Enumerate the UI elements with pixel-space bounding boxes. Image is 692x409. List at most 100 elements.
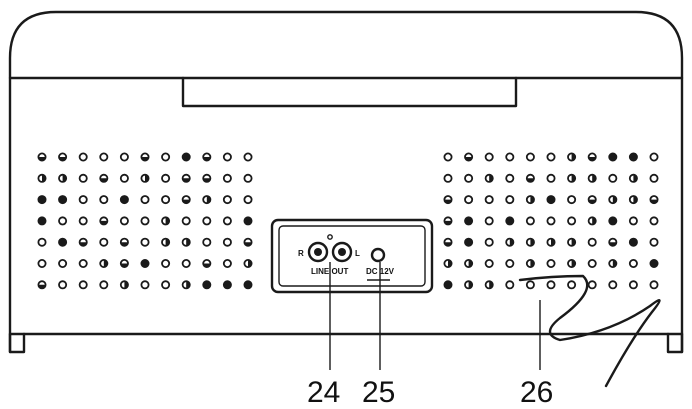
grille-hole: [202, 237, 212, 247]
line-out-left-jack: [331, 241, 353, 263]
grille-hole: [78, 216, 88, 226]
grille-hole: [567, 216, 577, 226]
grille-hole: [243, 173, 253, 183]
grille-hole: [140, 280, 150, 290]
grille-hole-shade: [182, 178, 190, 182]
grille-hole-shade: [489, 174, 493, 182]
grille-hole-shade: [465, 217, 473, 225]
grille-hole-shade: [592, 217, 596, 225]
grille-hole-shade: [141, 259, 149, 268]
grille-hole: [587, 280, 597, 290]
grille-hole-shade: [633, 196, 638, 204]
indicator-dot: [327, 234, 333, 240]
grille-hole-shade: [444, 220, 452, 225]
grille-hole-shade: [444, 199, 452, 204]
grille-hole-shade: [182, 199, 190, 204]
grille-hole: [243, 152, 253, 162]
grille-hole-shade: [551, 238, 555, 246]
callout-24: 24: [307, 376, 340, 409]
right-speaker-grille: [443, 152, 659, 290]
grille-hole-shade: [609, 217, 617, 225]
grille-hole: [78, 152, 88, 162]
grille-hole-shade: [124, 281, 128, 289]
grille-hole-shade: [186, 281, 190, 289]
handle-recess: [181, 76, 518, 108]
grille-hole-shade: [206, 196, 211, 204]
grille-hole-shade: [609, 242, 617, 246]
line-out-right-jack-core: [314, 248, 322, 256]
grille-hole-shade: [571, 259, 576, 268]
grille-hole-shade: [468, 259, 473, 268]
grille-hole: [649, 216, 659, 226]
grille-hole-shade: [465, 157, 473, 161]
dc-power-jack: [370, 247, 386, 263]
jack-panel: [270, 218, 434, 294]
grille-hole-shade: [203, 263, 211, 268]
grille-hole: [222, 216, 232, 226]
grille-hole: [99, 152, 109, 162]
grille-hole-shade: [468, 281, 473, 289]
grille-hole: [484, 195, 494, 205]
grille-hole: [546, 173, 556, 183]
grille-hole-shade: [244, 217, 252, 225]
grille-hole: [222, 152, 232, 162]
grille-hole: [222, 258, 232, 268]
grille-hole: [161, 258, 171, 268]
jack-panel-inner: [278, 225, 426, 287]
left-foot: [8, 332, 26, 354]
grille-hole-shade: [547, 196, 555, 204]
grille-hole-shade: [244, 242, 252, 246]
grille-hole-shade: [165, 238, 170, 246]
grille-hole: [505, 152, 515, 162]
grille-hole: [222, 237, 232, 247]
grille-hole-shade: [223, 281, 231, 289]
grille-hole: [628, 280, 638, 290]
line-out-left-jack-core: [338, 248, 346, 256]
grille-hole: [546, 280, 556, 290]
grille-hole-shade: [588, 199, 596, 204]
grille-hole: [78, 258, 88, 268]
grille-hole-shade: [58, 196, 67, 204]
grille-hole-shade: [444, 281, 452, 289]
grille-hole-shade: [571, 238, 576, 246]
grille-hole: [140, 216, 150, 226]
grille-hole: [119, 173, 129, 183]
grille-hole-shade: [165, 217, 170, 225]
grille-hole: [99, 237, 109, 247]
grille-hole: [587, 258, 597, 268]
grille-hole: [161, 173, 171, 183]
grille-hole: [443, 152, 453, 162]
grille-hole-shade: [103, 259, 108, 268]
grille-hole-shade: [629, 238, 637, 246]
grille-hole: [649, 173, 659, 183]
grille-hole-shade: [203, 281, 211, 289]
grille-hole-shade: [506, 217, 514, 225]
grille-hole: [202, 216, 212, 226]
grille-hole-shade: [530, 259, 534, 268]
grille-hole: [99, 195, 109, 205]
grille-hole: [181, 258, 191, 268]
grille-hole-shade: [62, 174, 67, 182]
grille-hole: [37, 258, 47, 268]
jack-label-right: R: [298, 249, 304, 258]
grille-hole: [525, 280, 535, 290]
grille-hole: [243, 195, 253, 205]
grille-hole: [649, 152, 659, 162]
grille-hole: [484, 152, 494, 162]
grille-hole: [546, 258, 556, 268]
grille-hole-shade: [509, 238, 514, 246]
grille-hole: [443, 173, 453, 183]
grille-hole-shade: [79, 242, 87, 246]
grille-hole: [567, 280, 577, 290]
grille-hole: [181, 216, 191, 226]
grille-hole-shade: [571, 174, 576, 182]
callout-26: 26: [520, 376, 553, 409]
grille-hole-shade: [100, 220, 108, 225]
grille-hole-shade: [629, 153, 637, 161]
grille-hole-shade: [526, 178, 534, 182]
grille-hole: [58, 280, 68, 290]
grille-hole: [58, 216, 68, 226]
grille-hole-shade: [650, 259, 658, 268]
grille-hole: [587, 237, 597, 247]
